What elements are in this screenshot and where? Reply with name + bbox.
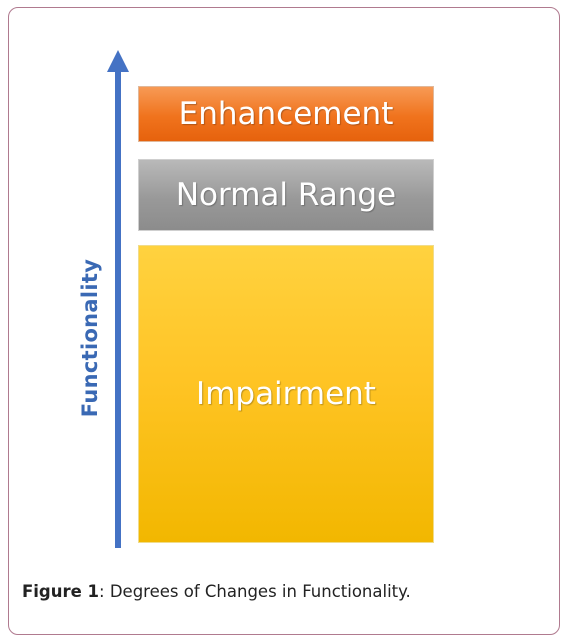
figure-caption-label: Figure 1	[22, 582, 100, 601]
functionality-axis-arrow	[107, 50, 129, 548]
figure-caption: Figure 1: Degrees of Changes in Function…	[22, 582, 411, 601]
level-impairment: Impairment	[138, 245, 434, 543]
axis-arrow-head	[107, 50, 129, 72]
level-impairment-label: Impairment	[196, 376, 376, 412]
level-normal-range: Normal Range	[138, 159, 434, 231]
level-enhancement-label: Enhancement	[178, 96, 394, 132]
level-enhancement: Enhancement	[138, 86, 434, 142]
level-normal-range-label: Normal Range	[175, 177, 397, 213]
figure-caption-text: : Degrees of Changes in Functionality.	[99, 582, 411, 601]
axis-label-text: Functionality	[78, 258, 102, 418]
